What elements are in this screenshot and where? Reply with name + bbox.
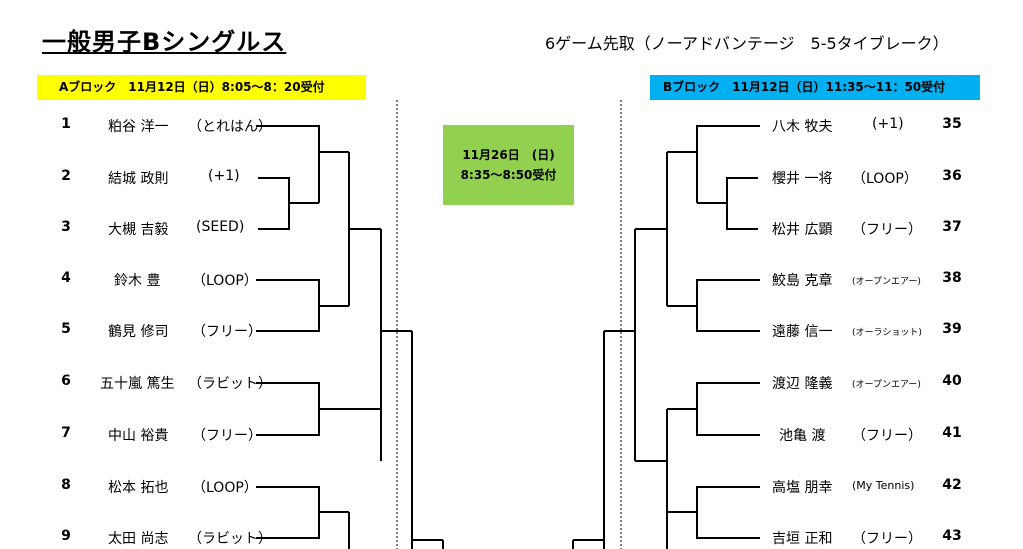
left-player-name: 太田 尚志	[108, 531, 169, 547]
left-player-name: 松本 拓也	[108, 480, 169, 496]
left-player-name: 中山 裕貴	[108, 428, 169, 444]
left-player-number: 6	[61, 373, 71, 389]
left-player-number: 9	[61, 528, 71, 544]
left-player-club: （LOOP）	[192, 273, 258, 289]
right-player-name: 櫻井 一将	[772, 171, 833, 187]
right-player-name: 遠藤 信一	[772, 324, 833, 340]
right-player-club: (My Tennis)	[852, 479, 915, 492]
left-bracket-lines	[256, 125, 444, 549]
final-schedule-box: 11月26日 (日) 8:35～8:50受付	[443, 125, 574, 205]
right-player-club: (オープンエアー)	[852, 277, 921, 287]
right-player-number: 43	[942, 528, 962, 544]
left-player-number: 4	[61, 270, 71, 286]
final-date: 11月26日 (日)	[462, 148, 555, 162]
left-player-number: 7	[61, 425, 71, 441]
left-player-club: （フリー）	[192, 324, 262, 340]
right-player-number: 37	[942, 219, 962, 235]
right-player-number: 38	[942, 270, 962, 286]
right-player-number: 36	[942, 168, 962, 184]
right-player-club: （フリー）	[852, 531, 922, 547]
left-player-club: （ラビット）	[188, 376, 272, 392]
left-player-name: 鶴見 修司	[108, 324, 169, 340]
left-player-name: 鈴木 豊	[114, 273, 161, 289]
left-player-number: 8	[61, 477, 71, 493]
left-player-club: (SEED)	[196, 219, 245, 235]
right-player-club: （LOOP）	[852, 171, 918, 187]
center-guides	[396, 100, 622, 549]
left-player-number: 3	[61, 219, 71, 235]
left-player-number: 2	[61, 168, 71, 184]
right-player-club: (オーラショット)	[852, 328, 922, 338]
right-player-name: 高塩 朋幸	[772, 480, 833, 496]
right-player-number: 39	[942, 321, 962, 337]
right-player-name: 八木 牧夫	[772, 119, 833, 135]
right-player-name: 渡辺 隆義	[772, 376, 833, 392]
right-player-number: 41	[942, 425, 962, 441]
right-player-name: 池亀 渡	[779, 428, 826, 444]
right-player-number: 35	[942, 116, 962, 132]
left-player-name: 五十嵐 篤生	[100, 376, 175, 392]
page-title: 一般男子Bシングルス	[42, 28, 287, 56]
block-b-header: Bブロック 11月12日（日）11:35～11：50受付	[650, 75, 980, 100]
left-player-club: （LOOP）	[192, 480, 258, 496]
right-player-club: （フリー）	[852, 222, 922, 238]
left-player-number: 5	[61, 321, 71, 337]
right-player-club: （フリー）	[852, 428, 922, 444]
match-rule: 6ゲーム先取（ノーアドバンテージ 5-5タイブレーク）	[545, 34, 949, 53]
right-bracket-lines	[572, 125, 760, 549]
right-player-club: (オープンエアー)	[852, 380, 921, 390]
right-player-number: 42	[942, 477, 962, 493]
left-player-name: 結城 政則	[108, 171, 169, 187]
left-player-name: 粕谷 洋一	[108, 119, 169, 135]
left-player-club: （フリー）	[192, 428, 262, 444]
right-player-name: 松井 広顕	[772, 222, 833, 238]
left-player-club: (+1)	[208, 168, 240, 184]
left-player-number: 1	[61, 116, 71, 132]
left-player-club: （とれはん）	[188, 119, 272, 135]
left-player-name: 大槻 吉毅	[108, 222, 169, 238]
right-player-number: 40	[942, 373, 962, 389]
right-player-club: (+1)	[872, 116, 904, 132]
left-player-club: （ラビット）	[188, 531, 272, 547]
right-player-name: 吉垣 正和	[772, 531, 833, 547]
right-player-name: 鮫島 克章	[772, 273, 833, 289]
final-time: 8:35～8:50受付	[460, 168, 557, 182]
block-a-header: Aブロック 11月12日（日）8:05～8：20受付	[37, 75, 366, 100]
